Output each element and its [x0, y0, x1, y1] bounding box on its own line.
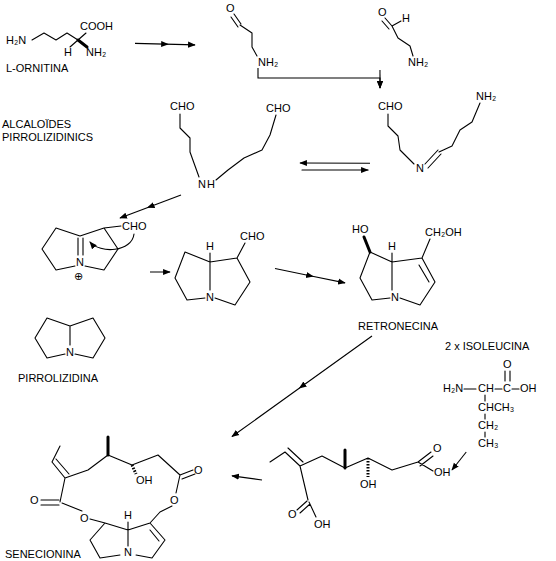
atom-label: ⊕	[74, 270, 83, 283]
atom-label: CHO	[240, 230, 264, 243]
molecule: 2 x ISOLEUCINA O H₂N CH C OH CHCH₃ CH₂ CH₃	[440, 338, 545, 452]
reaction-arrow	[232, 336, 372, 437]
imine-skeleton	[388, 103, 480, 168]
atom-label: H₂N	[443, 382, 463, 395]
atom-label: CH	[478, 382, 494, 395]
atom-label: N	[124, 546, 132, 559]
reaction-arrow	[150, 271, 170, 272]
reaction-arrow	[300, 162, 370, 163]
equilibrium-arrow	[302, 169, 368, 170]
atom-label: H	[64, 46, 72, 59]
atom-label: H	[124, 509, 132, 522]
aminobutanal-skeleton	[231, 14, 257, 56]
atom-label: H	[402, 12, 410, 25]
retronecine-skeleton	[360, 239, 435, 305]
atom-label: N	[416, 162, 424, 175]
molecule: H₂N COOH H NH₂ L-ORNITINA	[5, 15, 135, 78]
atom-label: O	[80, 512, 89, 525]
atom-label: OH	[360, 478, 377, 491]
pyrrolizidine-aldehyde-skeleton	[175, 243, 250, 305]
atom-label: H₂N	[6, 34, 26, 47]
atom-label: H	[206, 240, 214, 253]
dialdehyde-skeleton	[180, 114, 276, 180]
atom-label: O	[30, 494, 39, 507]
reaction-arrow	[379, 70, 380, 88]
atom-label: O	[378, 6, 387, 19]
atom-label: O	[226, 2, 235, 15]
atom-label: CHO	[266, 102, 290, 115]
atom-label: C	[503, 382, 511, 395]
molecule: O OH OH O OH	[262, 440, 452, 540]
hashed-bond	[367, 458, 370, 477]
compound-name: L-ORNITINA	[6, 62, 68, 75]
atom-label: O	[194, 464, 203, 477]
atom-label: CHO	[170, 100, 194, 113]
atom-label: O	[503, 358, 512, 371]
molecule: CHO N NH₂	[370, 88, 500, 182]
curved-arrow	[90, 234, 134, 250]
atom-label: CHO	[378, 100, 402, 113]
molecule: N PIRROLIZIDINA	[15, 310, 110, 388]
atom-label: CHCH₃	[478, 401, 514, 414]
wedge-bond	[344, 450, 347, 468]
isoleucine-bonds	[464, 371, 519, 437]
molecule: N⊕ CHO	[30, 218, 150, 292]
reaction-arrow	[232, 476, 262, 480]
molecule: HO H CH₂OH N RETRONECINA	[345, 218, 480, 336]
compound-name: PIRROLIZIDINA	[18, 372, 98, 385]
pyrrolizidine-skeleton	[35, 318, 105, 358]
reaction-arrow	[135, 43, 195, 45]
atom-label: HO	[352, 223, 369, 236]
compound-name: 2 x ISOLEUCINA	[445, 340, 529, 353]
atom-label: H	[207, 178, 215, 191]
atom-label: OH	[314, 518, 331, 531]
atom-label: O	[170, 494, 179, 507]
atom-label: NH₂	[476, 90, 496, 103]
atom-label: CH₃	[478, 437, 498, 450]
atom-label: N	[206, 291, 214, 304]
atom-label: N	[198, 178, 206, 191]
wedge-bond	[364, 237, 370, 252]
atom-label: CHO	[122, 220, 146, 233]
reaction-arrow	[258, 68, 380, 88]
atom-label: CH₂	[478, 419, 498, 432]
reaction-arrow	[275, 269, 345, 283]
hashed-bond	[132, 465, 136, 474]
molecule: H CHO N	[170, 225, 275, 312]
atom-label: OH	[520, 382, 537, 395]
atom-label: NH₂	[408, 56, 428, 69]
atom-label: O	[288, 508, 297, 521]
senecionine-skeleton	[41, 446, 195, 558]
section-heading: ALCALOÏDES PIRROLIZIDINICS	[2, 118, 107, 144]
atom-label: H	[388, 240, 396, 253]
wedge-bond	[78, 40, 87, 47]
wedge-bond	[107, 437, 110, 455]
atom-label: NH₂	[258, 56, 278, 69]
reaction-arrow	[120, 195, 181, 218]
ornithine-skeleton	[32, 33, 86, 47]
atom-label: NH₂	[86, 46, 106, 59]
molecule: O H NH₂	[370, 0, 445, 70]
necic-acid-skeleton	[270, 448, 433, 517]
atom-label: OH	[434, 466, 451, 479]
molecule: OOOHOOHNSENECIONINA	[5, 430, 232, 561]
reaction-arrow	[452, 452, 466, 470]
atom-label: CH₂OH	[425, 226, 462, 239]
compound-name: RETRONECINA	[358, 320, 438, 333]
atom-label: N	[391, 291, 399, 304]
compound-name: SENECIONINA	[5, 548, 81, 561]
atom-label: N	[76, 256, 84, 269]
atom-label: O	[433, 442, 442, 455]
molecule: O NH₂	[195, 0, 285, 68]
atom-label: OH	[136, 474, 153, 487]
molecule: CHO NH CHO	[160, 95, 300, 195]
atom-label: COOH	[80, 20, 113, 33]
iminium-skeleton	[42, 226, 121, 270]
atom-label: N	[66, 346, 74, 359]
